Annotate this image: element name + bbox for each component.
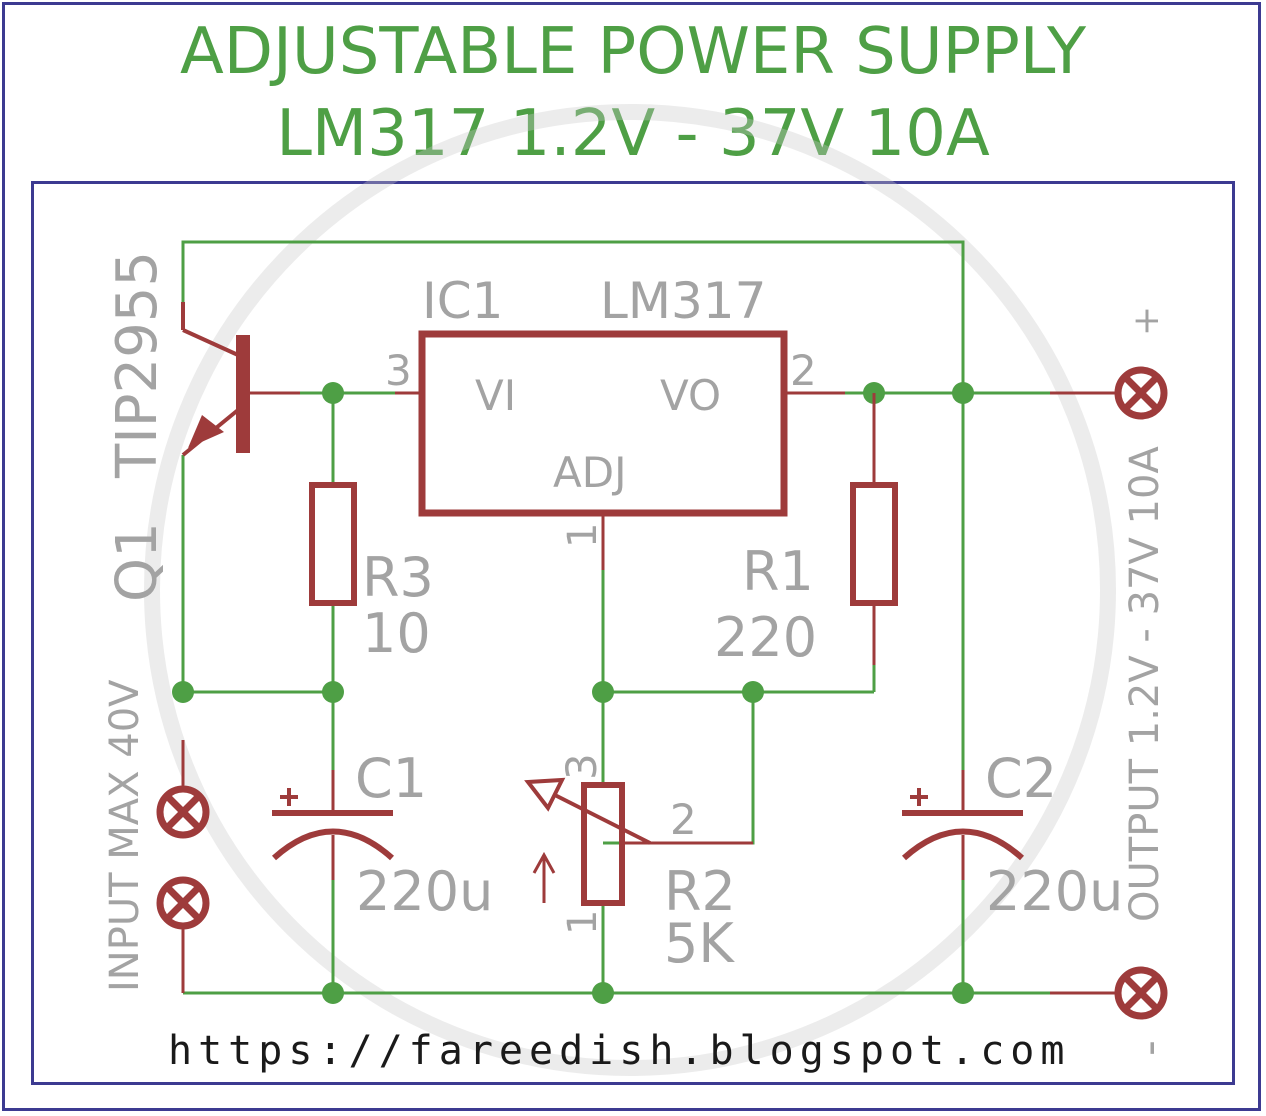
title-line-1: ADJUSTABLE POWER SUPPLY bbox=[179, 15, 1087, 89]
junction-dot bbox=[322, 382, 344, 404]
junction-dot bbox=[952, 382, 974, 404]
junction-dot bbox=[322, 681, 344, 703]
q1-ref: Q1 bbox=[105, 522, 170, 602]
terminal-input-top bbox=[156, 785, 210, 839]
ic1-pin-vo: VO bbox=[660, 371, 721, 420]
resistor-r1 bbox=[850, 482, 898, 606]
terminal-output-minus bbox=[1114, 966, 1168, 1020]
title-line-2: LM317 1.2V - 37V 10A bbox=[276, 97, 990, 171]
output-minus-label: - bbox=[1124, 1040, 1175, 1056]
junction-dot bbox=[172, 681, 194, 703]
ic1-ref: IC1 bbox=[422, 272, 503, 330]
resistor-r3 bbox=[309, 482, 357, 606]
junction-dot bbox=[742, 681, 764, 703]
junction-dot bbox=[592, 982, 614, 1004]
r2-pin-1: 1 bbox=[560, 910, 606, 935]
r1-ref: R1 bbox=[742, 540, 814, 603]
input-label: INPUT MAX 40V bbox=[102, 679, 148, 992]
r3-ref: R3 bbox=[362, 546, 434, 609]
output-label: OUTPUT 1.2V - 37V 10A bbox=[1122, 446, 1168, 922]
blog-url: https://fareedish.blogspot.com bbox=[168, 1028, 1070, 1074]
ic1-pin-1: 1 bbox=[560, 523, 606, 548]
junction-dot bbox=[592, 681, 614, 703]
c1-ref: C1 bbox=[355, 747, 427, 810]
ic1-part: LM317 bbox=[600, 272, 766, 330]
r2-pin-2: 2 bbox=[670, 795, 697, 844]
ic1-pin-3: 3 bbox=[385, 346, 412, 395]
junction-dot bbox=[952, 982, 974, 1004]
r3-value: 10 bbox=[362, 602, 431, 665]
watermark-logo bbox=[144, 104, 1116, 1076]
wires bbox=[181, 240, 1118, 995]
junction-dot bbox=[322, 982, 344, 1004]
transistor-q1-symbol bbox=[181, 302, 300, 457]
labels: IC1 LM317 VI VO ADJ 3 2 1 Q1 TIP2955 R3 … bbox=[102, 251, 1175, 1074]
r2-value: 5K bbox=[664, 912, 735, 975]
c2-value: 220u bbox=[986, 860, 1123, 923]
schematic-frame bbox=[31, 181, 1235, 1085]
capacitor-c2-curve bbox=[901, 828, 1025, 861]
ic1-pin-vi: VI bbox=[475, 371, 516, 420]
c1-value: 220u bbox=[356, 860, 493, 923]
components bbox=[156, 302, 1168, 1020]
ic1-pin-2: 2 bbox=[790, 346, 817, 395]
ic1-pin-adj: ADJ bbox=[553, 448, 626, 497]
capacitor-c1-curve bbox=[271, 828, 395, 861]
r2-pin-3: 3 bbox=[557, 753, 606, 780]
junctions bbox=[172, 382, 974, 1004]
terminal-output-plus bbox=[1114, 366, 1168, 420]
output-plus-label: + bbox=[1126, 306, 1167, 336]
q1-part: TIP2955 bbox=[105, 251, 170, 479]
terminal-input-bottom bbox=[156, 876, 210, 930]
r2-ref: R2 bbox=[664, 860, 736, 923]
c2-ref: C2 bbox=[985, 747, 1057, 810]
r1-value: 220 bbox=[714, 606, 817, 669]
